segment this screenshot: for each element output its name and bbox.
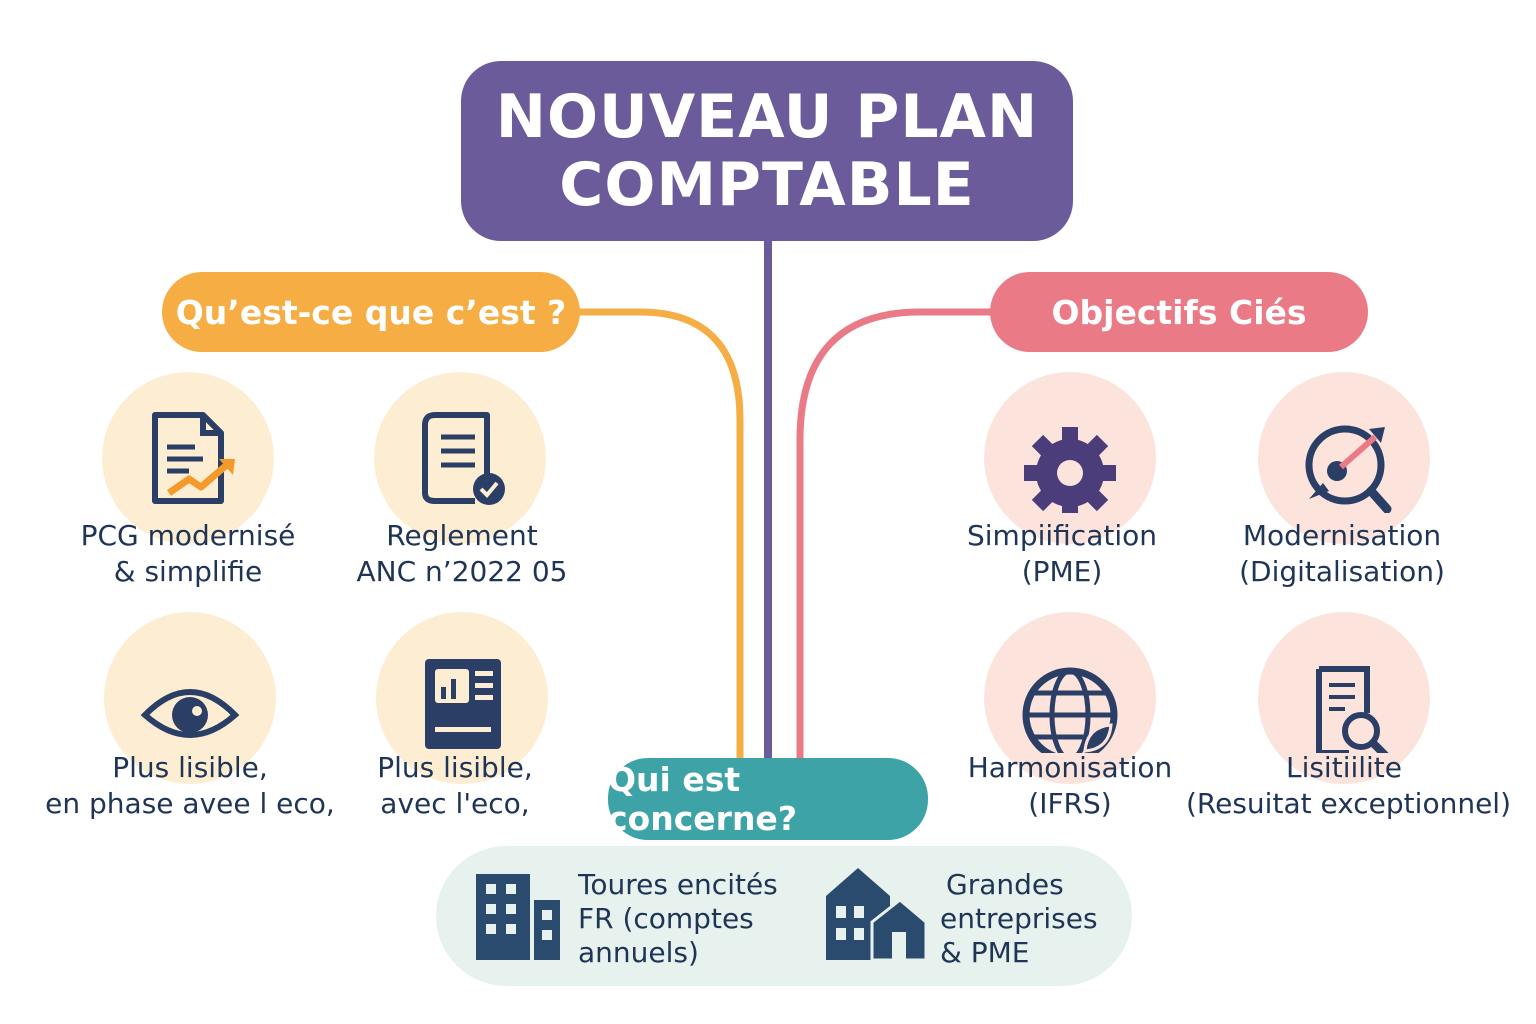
who-item-2-line-1: Grandes (946, 868, 1064, 901)
objective-item-2-circle (1258, 372, 1430, 544)
objective-item-3-circle (984, 612, 1156, 784)
office-buildings-icon (476, 874, 560, 960)
houses-icon (826, 868, 928, 962)
what-item-2-label: Reglement ANC n’2022 05 (330, 518, 594, 590)
what-item-3-line-1: Plus lisible, (112, 751, 268, 784)
who-item-1-line-2: FR (comptes (578, 902, 754, 935)
what-item-3-label: Plus lisible, en phase avee l eco, (40, 750, 340, 822)
who-item-2-label: Grandes entreprises & PME (940, 868, 1120, 970)
objective-item-2-line-2: (Digitalisation) (1239, 555, 1445, 588)
who-item-2-line-3: & PME (940, 936, 1030, 969)
branch-what: Qu’est-ce que c’est ? (162, 272, 580, 352)
objective-item-3-line-1: Harmonisation (967, 751, 1173, 784)
what-item-4-line-1: Plus lisible, (377, 751, 533, 784)
who-item-1-label: Toures encités FR (comptes annuels) (578, 868, 818, 970)
objective-item-3-line-2: (IFRS) (1028, 787, 1112, 820)
what-item-4-line-2: avec l'eco, (380, 787, 530, 820)
what-item-2-line-2: ANC n’2022 05 (356, 555, 568, 588)
objective-item-4-line-2: (Resuitat exceptionnel) (1186, 787, 1511, 820)
objective-item-1-circle (984, 372, 1156, 544)
who-item-1-line-3: annuels) (578, 936, 699, 969)
what-item-2-line-1: Reglement (386, 519, 538, 552)
dashboard-icon (425, 659, 501, 749)
objective-item-3-label: Harmonisation (IFRS) (938, 750, 1202, 822)
gear-icon (1024, 427, 1116, 513)
connector-pink (796, 308, 992, 760)
branch-objectives-label: Objectifs Ciés (1051, 292, 1307, 332)
what-item-1-line-1: PCG modernisé (80, 519, 296, 552)
objective-item-4-circle (1258, 612, 1430, 784)
objective-item-2-label: Modernisation (Digitalisation) (1210, 518, 1474, 590)
objective-item-1-line-2: (PME) (1021, 555, 1103, 588)
what-item-1-line-2: & simplifie (113, 555, 263, 588)
what-item-3-line-2: en phase avee l eco, (45, 787, 335, 820)
what-item-1-label: PCG modernisé & simplifie (56, 518, 320, 590)
report-search-icon (1316, 666, 1389, 753)
objective-item-1-label: Simpiification (PME) (930, 518, 1194, 590)
connector-orange (578, 308, 744, 760)
objective-item-4-line-1: Lisitiilite (1285, 751, 1403, 784)
what-item-4-label: Plus lisible, avec l'eco, (320, 750, 590, 822)
branch-who-label: Qui est concerne? (608, 760, 797, 838)
what-item-2-circle (374, 372, 546, 544)
title-box: NOUVEAU PLAN COMPTABLE (461, 61, 1073, 241)
branch-objectives: Objectifs Ciés (990, 272, 1368, 352)
objective-item-4-label: Lisitiilite (Resuitat exceptionnel) (1186, 750, 1511, 822)
title-line-2: COMPTABLE (559, 150, 975, 220)
globe-icon (1022, 667, 1118, 753)
what-item-3-circle (104, 612, 276, 784)
who-item-1-line-1: Toures encités (578, 868, 778, 901)
branch-who: Qui est concerne? (608, 758, 928, 840)
what-item-4-circle (376, 612, 548, 784)
document-check-icon (422, 412, 505, 505)
branch-what-label: Qu’est-ce que c’est ? (175, 292, 567, 332)
objective-item-2-line-1: Modernisation (1242, 519, 1442, 552)
target-search-icon (1305, 425, 1392, 513)
title-line-1: NOUVEAU PLAN (495, 82, 1039, 152)
objective-item-1-line-1: Simpiification (967, 519, 1157, 552)
eye-icon (140, 689, 240, 738)
document-chart-icon (152, 412, 235, 504)
who-item-2-line-2: entreprises (940, 902, 1098, 935)
what-item-1-circle (102, 372, 274, 544)
